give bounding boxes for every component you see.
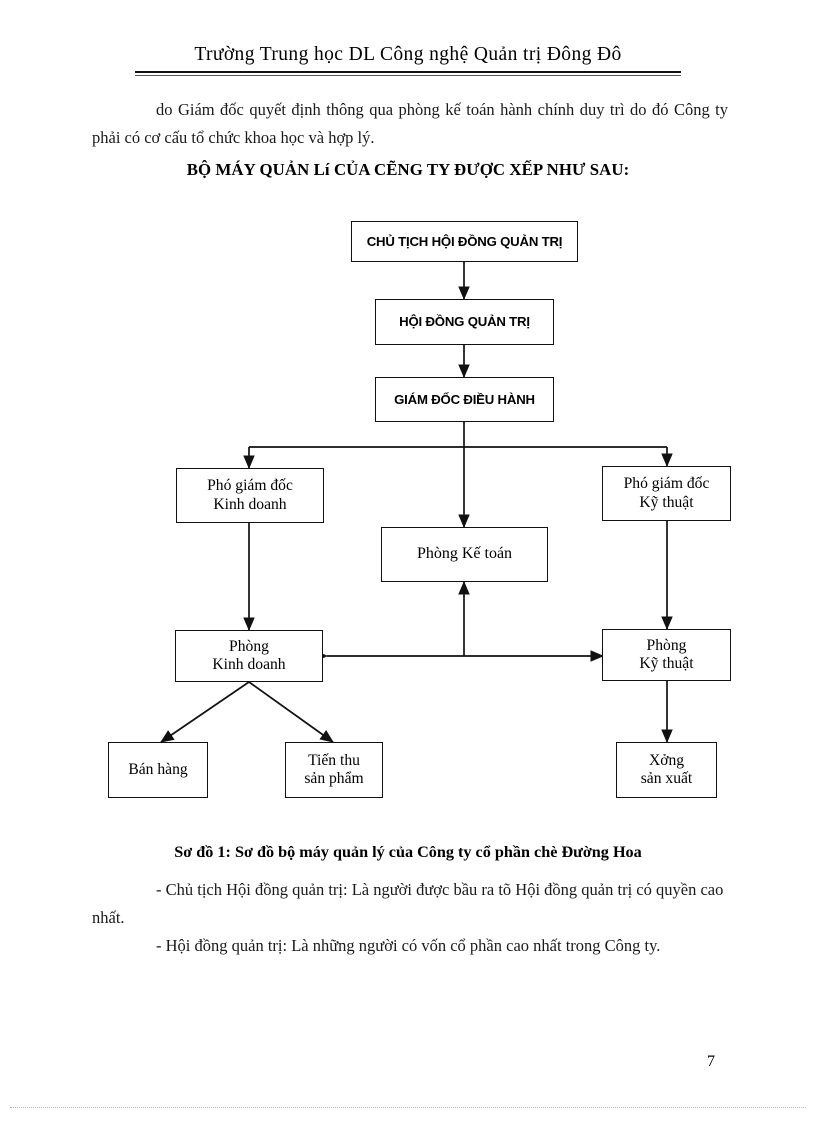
node-director-label: GIÁM ĐỐC ĐIỀU HÀNH xyxy=(394,391,535,407)
node-deputy-sales-label: Phó giám đốc Kinh doanh xyxy=(207,477,293,513)
figure-caption: Sơ đồ 1: Sơ đồ bộ máy quản lý của Công t… xyxy=(174,843,642,861)
header-title: Trường Trung học DL Công nghệ Quản trị Đ… xyxy=(194,44,622,65)
page-number: 7 xyxy=(0,1053,816,1071)
body-paragraph-2: - Chủ tịch Hội đồng quản trị: Là người đ… xyxy=(92,880,724,927)
node-chairman: CHỦ TỊCH HỘI ĐỒNG QUẢN TRỊ xyxy=(351,221,578,262)
node-deputy-tech: Phó giám đốc Kỹ thuật xyxy=(602,466,731,521)
node-dept-tech-label: Phòng Kỹ thuật xyxy=(639,636,694,672)
node-accounting-label: Phòng Kế toán xyxy=(416,545,513,563)
node-dept-tech: Phòng Kỹ thuật xyxy=(602,629,731,681)
header-divider-thick xyxy=(135,71,681,73)
node-dept-sales: Phòng Kinh doanh xyxy=(175,630,323,682)
node-workshop: Xởng sản xuất xyxy=(616,742,717,798)
node-board: HỘI ĐỒNG QUẢN TRỊ xyxy=(375,299,554,345)
header-divider-thin xyxy=(135,75,681,76)
node-chairman-label: CHỦ TỊCH HỘI ĐỒNG QUẢN TRỊ xyxy=(366,233,563,249)
node-deputy-sales: Phó giám đốc Kinh doanh xyxy=(176,468,324,523)
node-selling-label: Bán hàng xyxy=(128,760,188,778)
node-workshop-label: Xởng sản xuất xyxy=(640,751,693,787)
node-product-intake: Tiến thu sản phẩm xyxy=(285,742,383,798)
node-selling: Bán hàng xyxy=(108,742,208,798)
node-deputy-tech-label: Phó giám đốc Kỹ thuật xyxy=(623,475,710,511)
body-paragraph-3: - Hội đồng quản trị: Là những người có v… xyxy=(156,936,661,955)
node-accounting: Phòng Kế toán xyxy=(381,527,548,582)
node-director: GIÁM ĐỐC ĐIỀU HÀNH xyxy=(375,377,554,422)
section-heading: BỘ MÁY QUẢN Lí CỦA CẼNG TY ĐƯỢC XẾP NHƯ … xyxy=(186,160,630,179)
node-product-intake-label: Tiến thu sản phẩm xyxy=(304,751,364,787)
node-board-label: HỘI ĐỒNG QUẢN TRỊ xyxy=(399,314,530,330)
node-dept-sales-label: Phòng Kinh doanh xyxy=(212,637,286,673)
page-header: Trường Trung học DL Công nghệ Quản trị Đ… xyxy=(0,44,816,66)
page-number-value: 7 xyxy=(707,1053,715,1070)
footer-divider xyxy=(10,1107,806,1108)
body-paragraph-1: do Giám đốc quyết định thông qua phòng k… xyxy=(92,100,728,147)
